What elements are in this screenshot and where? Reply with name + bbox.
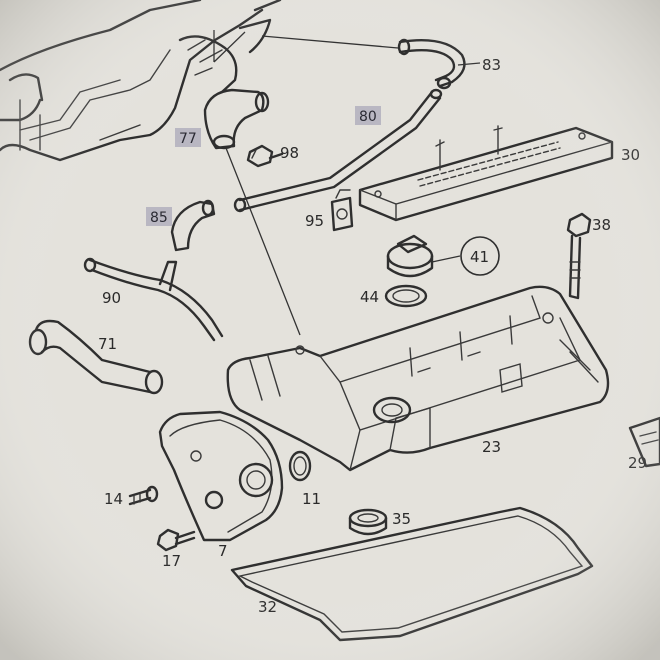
photo-vignette [0,0,660,660]
exploded-parts-diagram: 83 80 77 98 30 85 95 38 41 44 90 71 23 2… [0,0,660,660]
